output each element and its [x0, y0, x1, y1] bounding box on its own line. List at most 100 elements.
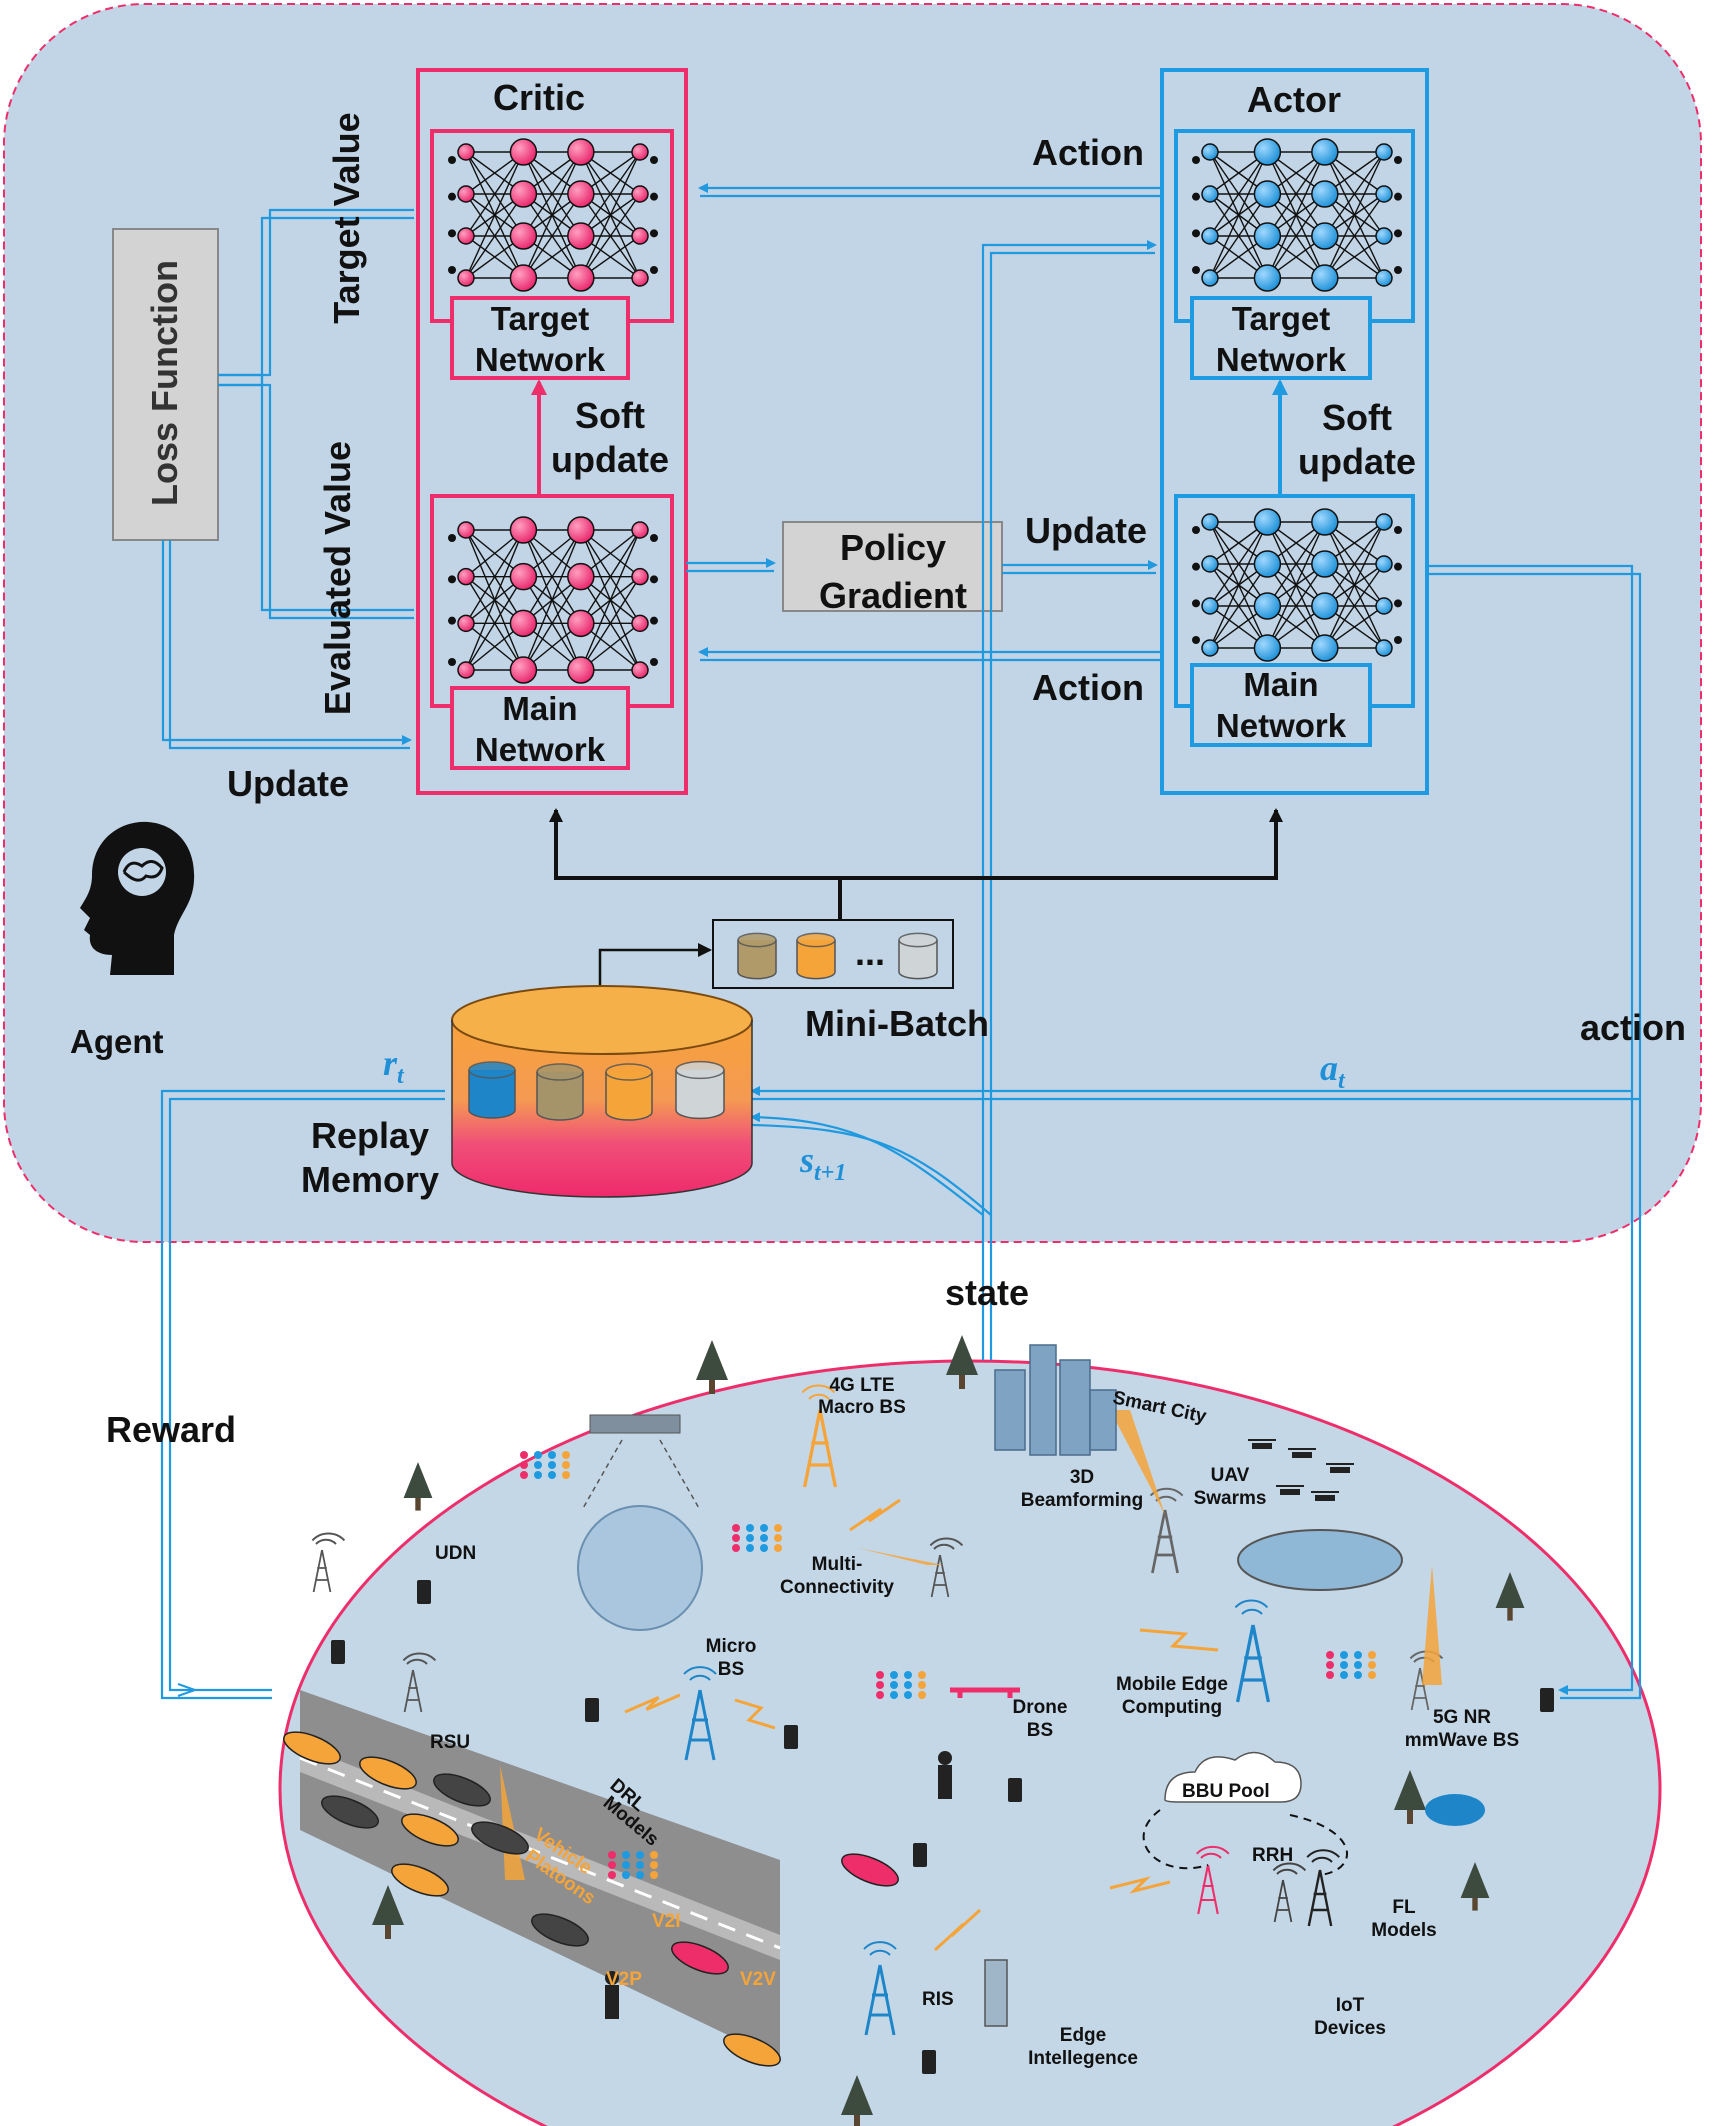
- critic-main-label-2: Network: [474, 731, 606, 768]
- tree-icon: [841, 2075, 873, 2126]
- critic-main-network-box: [450, 686, 630, 770]
- nn-node: [1253, 138, 1282, 166]
- replay-memory-label-1: Replay: [310, 1115, 430, 1156]
- nn-node: [448, 658, 456, 666]
- ris-panel-icon: [984, 1959, 1008, 2027]
- micro-label-2: BS: [717, 1659, 745, 1680]
- mini-batch-cylinder: [737, 932, 777, 980]
- car-icon: [391, 1863, 449, 1897]
- mec-link: [1139, 1628, 1219, 1652]
- critic-soft-update-2: update: [550, 439, 670, 480]
- pedestrian-icon: [938, 1751, 952, 1799]
- nn-node: [567, 609, 595, 638]
- nn-node: [1394, 526, 1402, 534]
- nn-node: [1311, 634, 1339, 662]
- nn-node: [631, 143, 649, 161]
- bbu-label: BBU Pool: [1182, 1781, 1270, 1802]
- nn-node: [448, 192, 456, 201]
- nn-node: [457, 614, 475, 633]
- actor-main-label-1: Main: [1243, 666, 1319, 703]
- nn-node: [1192, 599, 1200, 608]
- replay-sample-cylinder: [468, 1061, 516, 1119]
- uav-icon: [1326, 1463, 1354, 1473]
- evaluated-value-label: Evaluated Value: [317, 440, 358, 716]
- replay-memory-label-2: Memory: [300, 1159, 440, 1200]
- phone-icon: [784, 1725, 798, 1749]
- nn-node: [631, 269, 649, 287]
- nn-node: [650, 156, 658, 164]
- critic-main-label-1: Main: [502, 690, 578, 727]
- pedestrian-icon: [605, 1971, 619, 2019]
- ris-label: RIS: [922, 1989, 954, 2010]
- nn-node: [509, 516, 538, 544]
- beamforming-beam: [1110, 1410, 1165, 1515]
- mec-label-2: Computing: [1121, 1697, 1223, 1718]
- actor-target-nn: [1192, 138, 1402, 292]
- mec-tower-icon: [1234, 1599, 1271, 1703]
- multi-conn-bs-icon: [929, 1537, 964, 1598]
- nn-node: [1375, 185, 1393, 203]
- ris-tower-icon: [863, 1941, 897, 2036]
- mini-batch-label: Mini-Batch: [805, 1003, 989, 1044]
- uav-icon: [1276, 1485, 1304, 1495]
- stadium-icon: [1237, 1529, 1403, 1591]
- v2i-label: V2I: [652, 1911, 681, 1932]
- nn-node: [509, 222, 538, 250]
- fl-label-2: Models: [1371, 1920, 1437, 1941]
- multi-link: [849, 1498, 901, 1532]
- edge-label-2: Intellegence: [1028, 2048, 1138, 2069]
- actor-target-label-1: Target: [1231, 300, 1331, 337]
- reward-math-label: rt: [383, 1043, 404, 1090]
- replay-memory-cylinder: [451, 985, 753, 1198]
- policy-gradient-label-2: Gradient: [818, 575, 968, 616]
- nn-node: [567, 562, 595, 591]
- micro-link-right: [734, 1698, 776, 1730]
- iot-label-1: IoT: [1335, 1995, 1365, 2016]
- nr-label-1: 5G NR: [1432, 1707, 1492, 1728]
- nn-node: [1201, 639, 1219, 657]
- mini-batch-cylinder: [796, 932, 836, 980]
- nn-node: [567, 222, 595, 250]
- satellite-link: [581, 1439, 701, 1511]
- nn-node: [567, 656, 595, 684]
- critic-target-network-box: [450, 296, 630, 380]
- mini-batch-cylinders: [737, 932, 938, 980]
- target-value-label: Target Value: [326, 112, 367, 324]
- fronthaul-links: [1142, 1809, 1348, 1876]
- tree-icon: [946, 1335, 978, 1389]
- uav-label-1: UAV: [1210, 1465, 1250, 1486]
- nn-node: [631, 567, 649, 586]
- udn-small-cell-icon: [311, 1532, 346, 1593]
- actor-soft-update-1: Soft: [1322, 397, 1392, 438]
- mini-batch-ellipsis: ...: [855, 932, 886, 973]
- update-actor-label: Update: [1025, 510, 1148, 551]
- nn-node: [457, 567, 475, 586]
- nn-node: [1311, 550, 1339, 578]
- nn-node: [457, 661, 475, 679]
- udn-small-cell-icon: [402, 1652, 437, 1713]
- replay-memory-samples: [468, 1060, 725, 1121]
- nn-node: [1192, 636, 1200, 644]
- policy-gradient-label-1: Policy: [839, 527, 947, 568]
- nn-node: [1394, 266, 1402, 274]
- car-icon: [841, 1853, 899, 1887]
- nn-node: [509, 562, 538, 591]
- v2p-label: V2P: [606, 1969, 642, 1990]
- nn-node: [457, 143, 475, 161]
- nn-node: [631, 521, 649, 539]
- nn-node: [650, 229, 658, 238]
- nn-node: [448, 575, 456, 584]
- critic-title: Critic: [492, 77, 586, 118]
- phone-icon: [1540, 1688, 1554, 1712]
- nn-node: [1201, 513, 1219, 531]
- nn-node: [1192, 229, 1200, 238]
- nn-node: [1253, 634, 1282, 662]
- nn-node: [631, 185, 649, 203]
- neural-network-graphics: [448, 138, 1402, 684]
- nn-node: [1201, 597, 1219, 615]
- nn-node: [1253, 264, 1282, 292]
- nn-node: [631, 614, 649, 633]
- ris-link: [933, 1908, 982, 1952]
- nn-node: [567, 138, 595, 166]
- nn-node: [448, 534, 456, 542]
